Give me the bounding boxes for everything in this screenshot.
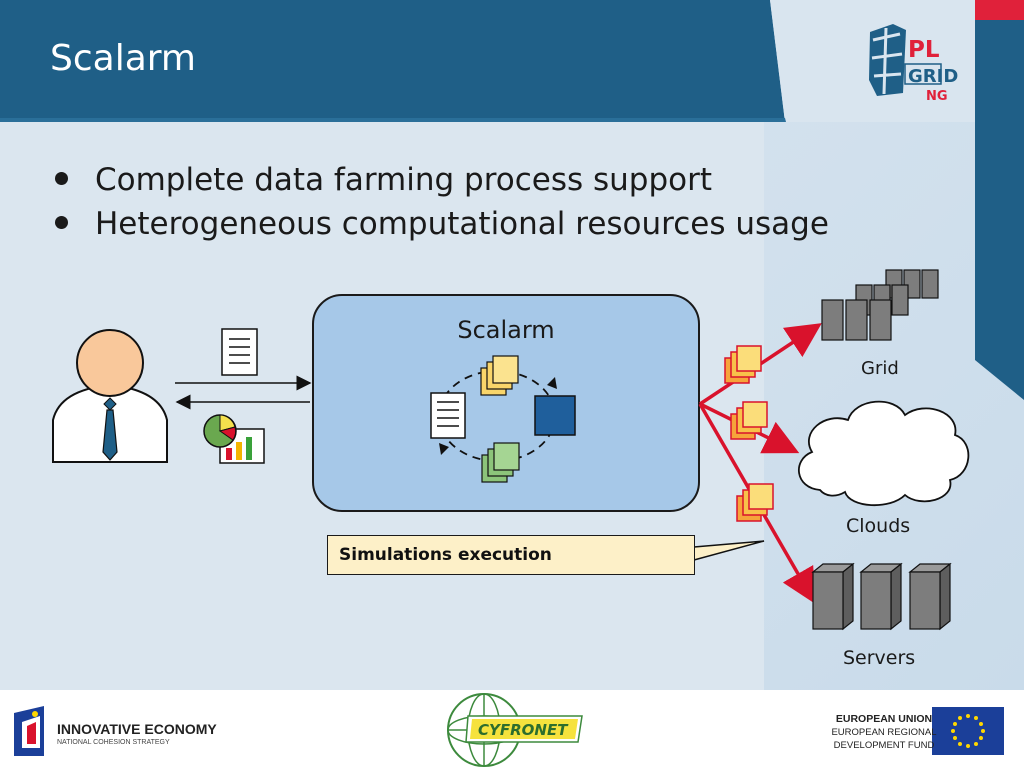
bullet-dot-icon (55, 172, 68, 185)
grid-label: Grid (861, 358, 899, 379)
innovative-economy-subtitle: NATIONAL COHESION STRATEGY (57, 739, 170, 746)
task-stack-green-icon (481, 442, 520, 483)
innovative-economy-title: INNOVATIVE ECONOMY (57, 721, 217, 737)
task-stack-yellow-icon (480, 355, 519, 396)
task-stack-grid-icon (724, 345, 762, 384)
clouds-label: Clouds (846, 515, 911, 537)
bullet-list: Complete data farming process support He… (55, 158, 829, 246)
cloud-icon (797, 400, 970, 507)
processing-cycle (430, 355, 576, 483)
simulation-block-icon (534, 395, 576, 436)
eu-title: EUROPEAN UNION (835, 713, 933, 725)
results-chart-icon (203, 414, 265, 464)
task-stack-servers-icon (736, 483, 774, 522)
grid-cluster-icon (821, 269, 939, 341)
slide-title: Scalarm (50, 38, 197, 79)
task-stack-clouds-icon (730, 401, 768, 440)
eu-fund-line: EUROPEAN REGIONAL (831, 727, 937, 738)
slide-header: Scalarm (0, 0, 1024, 122)
eu-fund-text: EUROPEAN REGIONAL DEVELOPMENT FUND (824, 726, 944, 752)
callout-pointer (693, 540, 765, 561)
bullet-text: Heterogeneous computational resources us… (95, 206, 829, 242)
bullet-item: Heterogeneous computational resources us… (55, 202, 829, 246)
eu-fund-line: DEVELOPMENT FUND (833, 740, 935, 751)
user-icon (52, 329, 168, 463)
simulations-execution-callout: Simulations execution (327, 535, 695, 575)
scalarm-box-label: Scalarm (457, 316, 555, 344)
document-icon (221, 328, 258, 376)
input-document-icon (430, 392, 466, 439)
servers-icon (811, 562, 952, 631)
servers-label: Servers (843, 647, 916, 669)
bullet-text: Complete data farming process support (95, 162, 713, 198)
bullet-dot-icon (55, 216, 68, 229)
bullet-item: Complete data farming process support (55, 158, 829, 202)
